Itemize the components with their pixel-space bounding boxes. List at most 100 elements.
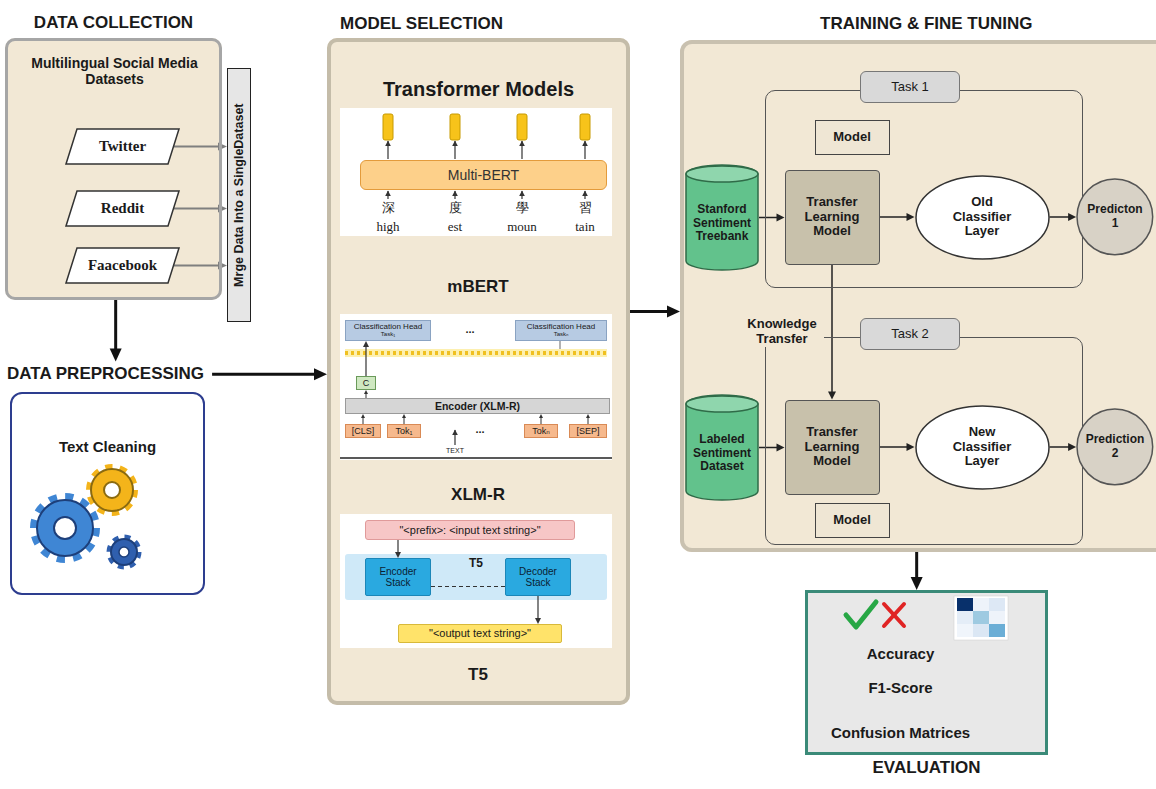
- model-tag: Model: [815, 503, 890, 538]
- node-label: Task₁: [381, 331, 395, 338]
- panel-fill: [805, 590, 1048, 755]
- arrowhead: [363, 341, 369, 347]
- token-glyph: 學: [516, 201, 529, 216]
- text-holder: Task 2: [860, 318, 960, 350]
- node-label: Transfer Learning Model: [791, 425, 873, 470]
- cylinder-top: [686, 166, 758, 182]
- ellipsis: ...: [465, 323, 474, 336]
- input-arrow: [454, 191, 455, 199]
- panel-fill: [327, 38, 630, 705]
- panel-fill: [10, 392, 205, 595]
- label-holder: 深: [382, 201, 395, 216]
- input-label: TEXT: [446, 447, 464, 455]
- section-heading: MODEL SELECTION: [340, 14, 503, 34]
- arrowhead: [539, 414, 543, 418]
- connector: [880, 213, 915, 221]
- edge-label-holder: Knowledge Transfer: [740, 317, 824, 347]
- text-holder: DATA PREPROCESSING: [7, 364, 204, 384]
- task-box: ModelTransfer Learning ModelOld Classifi…: [765, 90, 1083, 288]
- text-holder: Text Cleaning: [12, 438, 203, 455]
- node-label: Faacebook: [88, 257, 157, 274]
- label-holder: mBERT: [447, 277, 508, 297]
- label-holder: 習: [579, 201, 592, 216]
- node-label: Model: [833, 513, 871, 528]
- parallelogram-outline: [66, 191, 179, 226]
- token-word: est: [448, 220, 462, 235]
- connector-line: [174, 208, 219, 210]
- output-bar: [383, 114, 393, 140]
- cylinder-body: [686, 395, 758, 500]
- connector-line: [363, 417, 364, 424]
- connector: [759, 444, 785, 452]
- classifier-ellipse: Old Classifier Layer: [915, 175, 1050, 260]
- node-label: Multi-BERT: [448, 167, 519, 183]
- gear-body: [111, 539, 137, 565]
- section-panel: Multi-BERTClassification HeadTask₁Classi…: [327, 38, 630, 705]
- task-tab: Task 1: [891, 80, 929, 95]
- connector-line: [174, 146, 219, 148]
- output-string-box: "<output text string>": [398, 624, 562, 643]
- section-heading: DATA PREPROCESSING: [7, 364, 204, 384]
- stack-band-fill: [345, 554, 607, 600]
- connector: [363, 341, 369, 376]
- connector: [759, 214, 785, 222]
- label-holder: moun: [507, 220, 537, 235]
- connector: [431, 586, 505, 587]
- gear-hole: [54, 517, 76, 539]
- label-holder: 學: [516, 201, 529, 216]
- connector: [880, 443, 915, 451]
- text-holder: TRAINING & FINE TUNING: [820, 14, 1033, 34]
- output-arrow: [521, 141, 522, 159]
- arrowhead: [402, 414, 406, 418]
- node-label: Tok₁: [395, 427, 412, 436]
- token-box: [CLS]: [345, 424, 381, 438]
- connector: [395, 540, 401, 558]
- stack-box: Encoder Stack: [365, 558, 431, 596]
- model-caption: T5: [468, 665, 488, 685]
- section-panel: TwitterRedditFaacebookDATA COLLECTIONMul…: [5, 38, 222, 300]
- connector-line: [759, 447, 778, 449]
- node-label: Decoder Stack: [509, 566, 567, 588]
- source-parallelogram: Faacebook: [65, 247, 180, 284]
- merge-step: Mrge Data Into a SingleDataset: [227, 68, 251, 322]
- text-holder: MODEL SELECTION: [340, 14, 503, 34]
- matrix-cell: [989, 611, 1005, 624]
- model-box: Transfer Learning Model: [785, 400, 880, 495]
- parallelogram-outline: [66, 129, 179, 164]
- band-label: T5: [469, 557, 483, 569]
- connector-line: [431, 586, 505, 587]
- connector-line: [630, 310, 668, 313]
- text-holder: Task 1: [860, 71, 960, 103]
- token-glyph: 習: [579, 201, 592, 216]
- label-holder: T5: [468, 665, 488, 685]
- source-parallelogram: Reddit: [65, 190, 180, 227]
- section-heading: EVALUATION: [873, 758, 981, 778]
- node-label: Model: [833, 130, 871, 145]
- node-label: Reddit: [101, 200, 144, 217]
- image-ground: [340, 514, 612, 648]
- connector-line: [212, 373, 315, 376]
- connector-line: [880, 216, 908, 218]
- node-label: Labeled Sentiment Dataset: [689, 433, 755, 474]
- node-label: "<output text string>": [429, 628, 531, 639]
- node-label: C: [363, 379, 370, 388]
- section-heading: DATA COLLECTION: [34, 13, 193, 33]
- output-arrow: [454, 141, 455, 159]
- text-holder: T5: [345, 557, 607, 569]
- cylinder-body: [686, 165, 758, 270]
- matrix-cell: [957, 598, 973, 611]
- arrowhead: [907, 443, 915, 451]
- node-label: Stanford Sentiment Treebank: [689, 203, 755, 244]
- output-bar: [517, 114, 527, 140]
- cls-output-box: C: [356, 376, 376, 390]
- node-label: Encoder (XLM-R): [435, 401, 520, 412]
- arrowhead: [1068, 213, 1076, 221]
- arrowhead: [314, 368, 327, 380]
- source-parallelogram: Twitter: [65, 128, 180, 165]
- connector: [586, 414, 590, 424]
- output-arrow: [387, 141, 388, 159]
- evaluation-panel: AccuracyF1-ScoreConfusion MatricesEVALUA…: [805, 590, 1048, 755]
- connector-line: [1050, 446, 1070, 448]
- text-holder: Accuracy: [808, 645, 993, 662]
